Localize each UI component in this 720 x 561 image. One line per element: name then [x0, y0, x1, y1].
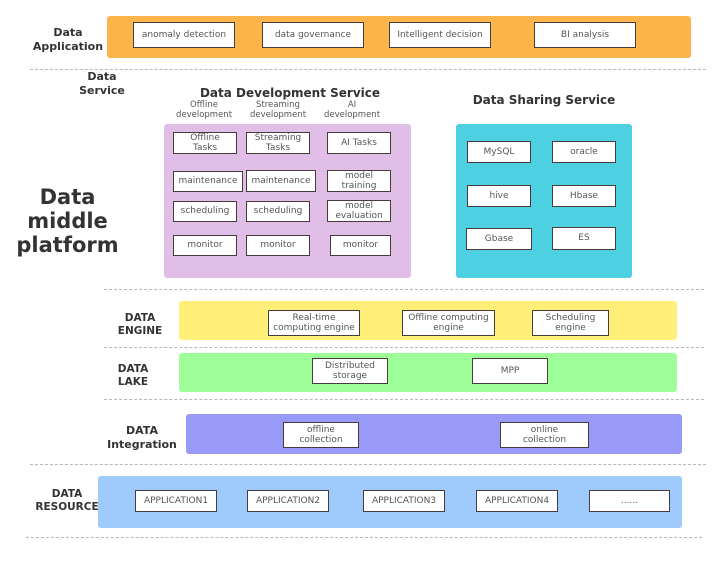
share-box-hive[interactable]: hive	[467, 185, 531, 207]
share-box-hbase[interactable]: Hbase	[552, 185, 616, 207]
box-line: evaluation	[335, 211, 383, 221]
layer-label-data-service: Data Service	[72, 70, 132, 98]
share-box-gbase[interactable]: Gbase	[466, 228, 532, 250]
divider	[30, 464, 706, 465]
label-line: DATA	[51, 488, 83, 500]
lake-box-mpp[interactable]: MPP	[472, 358, 548, 384]
box-line: Scheduling	[545, 312, 596, 323]
col-head-line: AI	[347, 100, 357, 110]
layer-label-data-integration: DATA Integration	[104, 424, 180, 452]
label-line: DATA	[117, 363, 149, 375]
data-lake-band	[179, 353, 677, 392]
box-line: Streaming	[254, 132, 302, 143]
box-line: Tasks	[192, 143, 218, 153]
app-box-bi-analysis[interactable]: BI analysis	[534, 22, 636, 48]
share-box-mysql[interactable]: MySQL	[467, 141, 531, 163]
app-box-anomaly-detection[interactable]: anomaly detection	[133, 22, 235, 48]
label-line: Data	[87, 70, 117, 83]
box-line: engine	[555, 323, 586, 333]
label-line: Application	[32, 39, 104, 53]
label-line: Data	[53, 26, 83, 39]
col-head-ai-development: AI development	[314, 100, 390, 120]
box-line: model	[344, 170, 374, 181]
box-line: Offline	[190, 132, 220, 143]
divider	[104, 289, 704, 290]
data-sharing-service-title: Data Sharing Service	[472, 93, 616, 107]
title-line: middle	[27, 209, 108, 234]
box-line: Tasks	[265, 143, 291, 153]
box-line: offline	[307, 424, 335, 435]
layer-label-data-engine: DATA ENGINE	[105, 312, 175, 338]
label-line: ENGINE	[117, 325, 163, 338]
resource-box-more[interactable]: ......	[589, 490, 670, 512]
box-line: model	[344, 200, 374, 211]
dev-box-offline-scheduling[interactable]: scheduling	[173, 201, 237, 222]
share-box-es[interactable]: ES	[552, 227, 616, 250]
divider	[104, 347, 704, 348]
label-line: RESOURCE	[35, 501, 99, 514]
resource-box-application4[interactable]: APPLICATION4	[476, 490, 558, 512]
box-line: engine	[433, 323, 464, 333]
title-line: platform	[16, 233, 119, 258]
dev-box-streaming-maintenance[interactable]: maintenance	[246, 170, 316, 192]
box-line: collection	[522, 435, 567, 445]
layer-label-data-application: Data Application	[28, 26, 108, 54]
layer-label-data-resource: DATA RESOURCE	[30, 488, 104, 514]
box-line: storage	[332, 371, 368, 381]
col-head-line: Streaming	[256, 100, 300, 110]
box-line: collection	[299, 435, 343, 445]
dev-box-offline-monitor[interactable]: monitor	[173, 235, 237, 256]
dev-box-ai-monitor[interactable]: monitor	[330, 235, 391, 256]
dev-box-streaming-monitor[interactable]: monitor	[246, 235, 310, 256]
divider	[26, 537, 702, 538]
label-line: DATA	[126, 424, 158, 437]
col-head-line: Offline	[190, 100, 218, 110]
divider	[30, 69, 706, 70]
data-integration-band	[186, 414, 682, 454]
col-head-line: development	[249, 110, 307, 121]
resource-box-application1[interactable]: APPLICATION1	[135, 490, 217, 512]
data-middle-platform-title: Data middle platform	[10, 185, 125, 257]
box-line: Distributed	[324, 360, 376, 371]
label-line: Service	[79, 83, 125, 97]
box-line: computing engine	[273, 323, 355, 333]
app-box-intelligent-decision[interactable]: Intelligent decision	[389, 22, 491, 48]
box-line: Real-time	[292, 312, 336, 323]
box-line: online	[530, 424, 559, 435]
col-head-offline-development: Offline development	[166, 100, 242, 120]
share-box-oracle[interactable]: oracle	[552, 141, 616, 163]
title-line: Data	[39, 185, 96, 209]
dev-box-streaming-scheduling[interactable]: scheduling	[246, 201, 310, 222]
label-line: Integration	[107, 437, 177, 451]
resource-box-application3[interactable]: APPLICATION3	[363, 490, 445, 512]
box-line: training	[341, 181, 377, 191]
label-line: LAKE	[117, 376, 149, 389]
label-line: DATA	[124, 312, 156, 324]
dev-box-offline-maintenance[interactable]: maintenance	[173, 171, 243, 192]
box-line: Offline computing	[408, 312, 489, 323]
data-development-service-title: Data Development Service	[199, 86, 381, 100]
col-head-streaming-development: Streaming development	[240, 100, 316, 120]
col-head-line: development	[323, 110, 381, 121]
layer-label-data-lake: DATA LAKE	[98, 363, 168, 389]
dev-box-ai-tasks[interactable]: AI Tasks	[327, 132, 391, 154]
resource-box-application2[interactable]: APPLICATION2	[247, 490, 329, 512]
divider	[104, 399, 704, 400]
app-box-data-governance[interactable]: data governance	[262, 22, 364, 48]
col-head-line: development	[175, 110, 233, 121]
